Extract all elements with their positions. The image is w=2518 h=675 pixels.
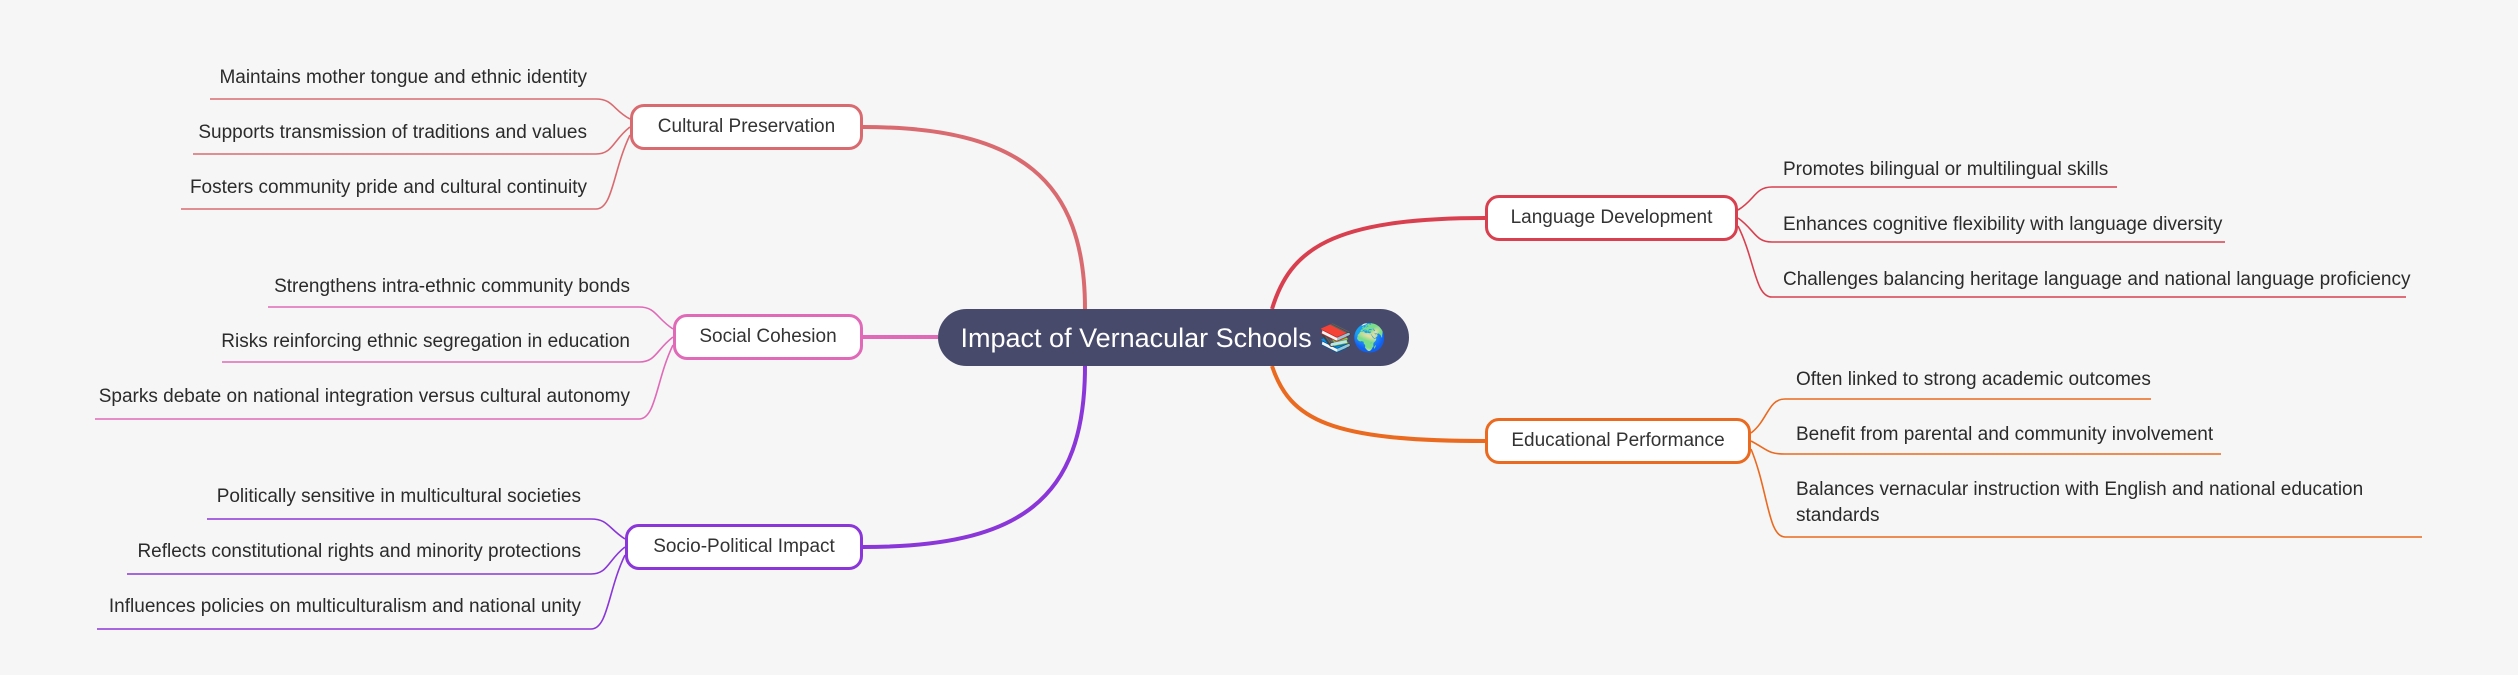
connector-educational-performance bbox=[1270, 365, 1486, 443]
branch-label: Language Development bbox=[1510, 207, 1713, 228]
leaf-political-1[interactable]: Politically sensitive in multicultural s… bbox=[216, 486, 581, 507]
branch-language-development[interactable]: Language Development bbox=[1485, 195, 1738, 241]
branch-social-cohesion[interactable]: Social Cohesion bbox=[673, 314, 863, 360]
branch-label: Cultural Preservation bbox=[657, 116, 836, 137]
connector-cultural-preservation bbox=[862, 125, 1087, 310]
branch-socio-political-impact[interactable]: Socio-Political Impact bbox=[625, 524, 863, 570]
leaf-education-2[interactable]: Benefit from parental and community invo… bbox=[1796, 424, 2214, 445]
connector-language-development bbox=[1270, 216, 1486, 310]
branch-label: Educational Performance bbox=[1511, 430, 1725, 451]
leaf-cultural-3[interactable]: Fosters community pride and cultural con… bbox=[189, 177, 587, 198]
leaf-language-1[interactable]: Promotes bilingual or multilingual skill… bbox=[1783, 159, 2109, 180]
leaf-language-2[interactable]: Enhances cognitive flexibility with lang… bbox=[1783, 214, 2223, 235]
branch-cultural-preservation[interactable]: Cultural Preservation bbox=[630, 104, 863, 150]
branch-label: Socio-Political Impact bbox=[653, 536, 835, 557]
connector-socio-political bbox=[862, 365, 1087, 549]
leaf-education-1[interactable]: Often linked to strong academic outcomes bbox=[1796, 369, 2151, 390]
root-node[interactable]: Impact of Vernacular Schools 📚🌍 bbox=[938, 309, 1409, 366]
branch-label: Social Cohesion bbox=[699, 326, 837, 347]
leaf-political-2[interactable]: Reflects constitutional rights and minor… bbox=[137, 541, 581, 562]
leaf-social-3[interactable]: Sparks debate on national integration ve… bbox=[98, 386, 630, 407]
leaf-education-3[interactable]: Balances vernacular instruction with Eng… bbox=[1796, 479, 2364, 526]
leaf-political-3[interactable]: Influences policies on multiculturalism … bbox=[108, 596, 581, 617]
branch-educational-performance[interactable]: Educational Performance bbox=[1485, 418, 1751, 464]
leaf-language-3[interactable]: Challenges balancing heritage language a… bbox=[1783, 269, 2411, 290]
leaf-cultural-1[interactable]: Maintains mother tongue and ethnic ident… bbox=[219, 67, 587, 88]
root-label: Impact of Vernacular Schools 📚🌍 bbox=[960, 322, 1387, 353]
leaf-social-2[interactable]: Risks reinforcing ethnic segregation in … bbox=[221, 331, 630, 352]
leaf-cultural-2[interactable]: Supports transmission of traditions and … bbox=[198, 122, 587, 143]
leaf-social-1[interactable]: Strengthens intra-ethnic community bonds bbox=[274, 276, 630, 297]
